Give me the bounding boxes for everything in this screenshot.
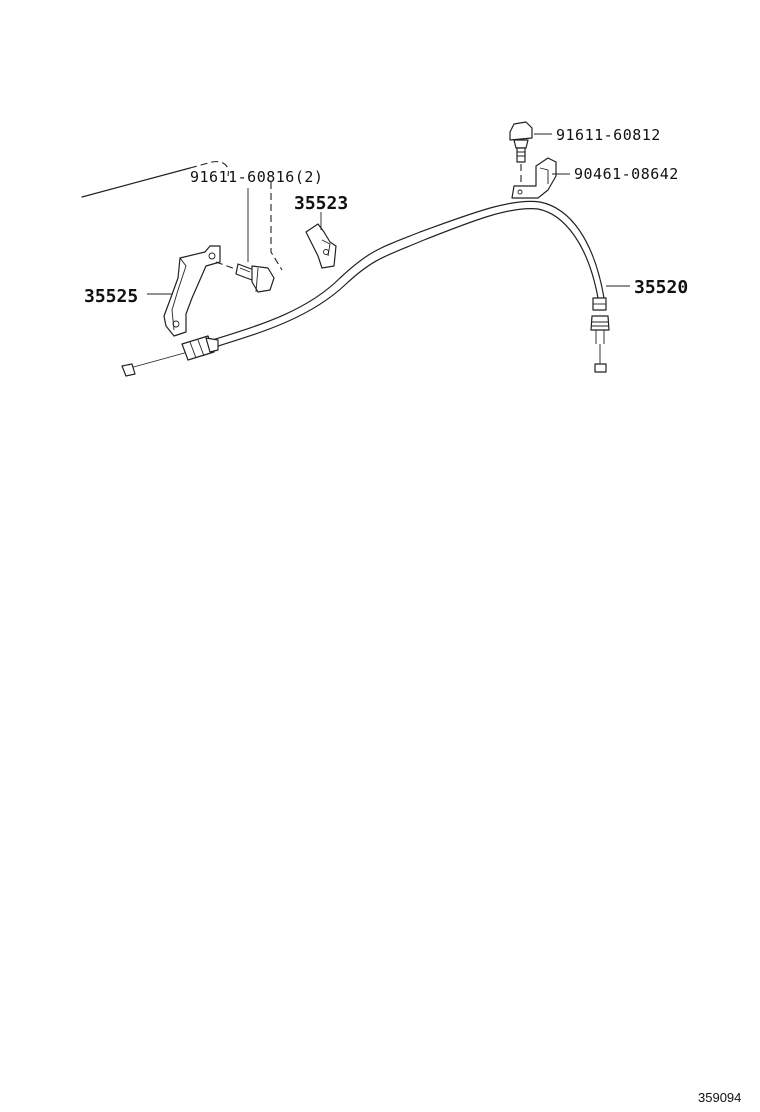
callout-91611-60816: 91611-60816(2) [190,168,323,186]
diagram-id: 359094 [698,1090,741,1105]
callout-90461-08642: 90461-08642 [574,165,679,183]
bolt-91611-60812 [509,121,533,186]
callout-35523: 35523 [294,193,348,214]
panel-outline [81,161,283,271]
callout-91611-60812: 91611-60812 [556,126,661,144]
leader-lines [147,133,630,295]
callout-35525: 35525 [84,286,138,307]
bracket-35523 [305,223,337,269]
clamp-90461-08642 [511,157,557,199]
bolt-91611-60816 [215,261,275,293]
cable-35520 [121,200,610,377]
callout-35520: 35520 [634,277,688,298]
bracket-35525 [163,245,221,337]
